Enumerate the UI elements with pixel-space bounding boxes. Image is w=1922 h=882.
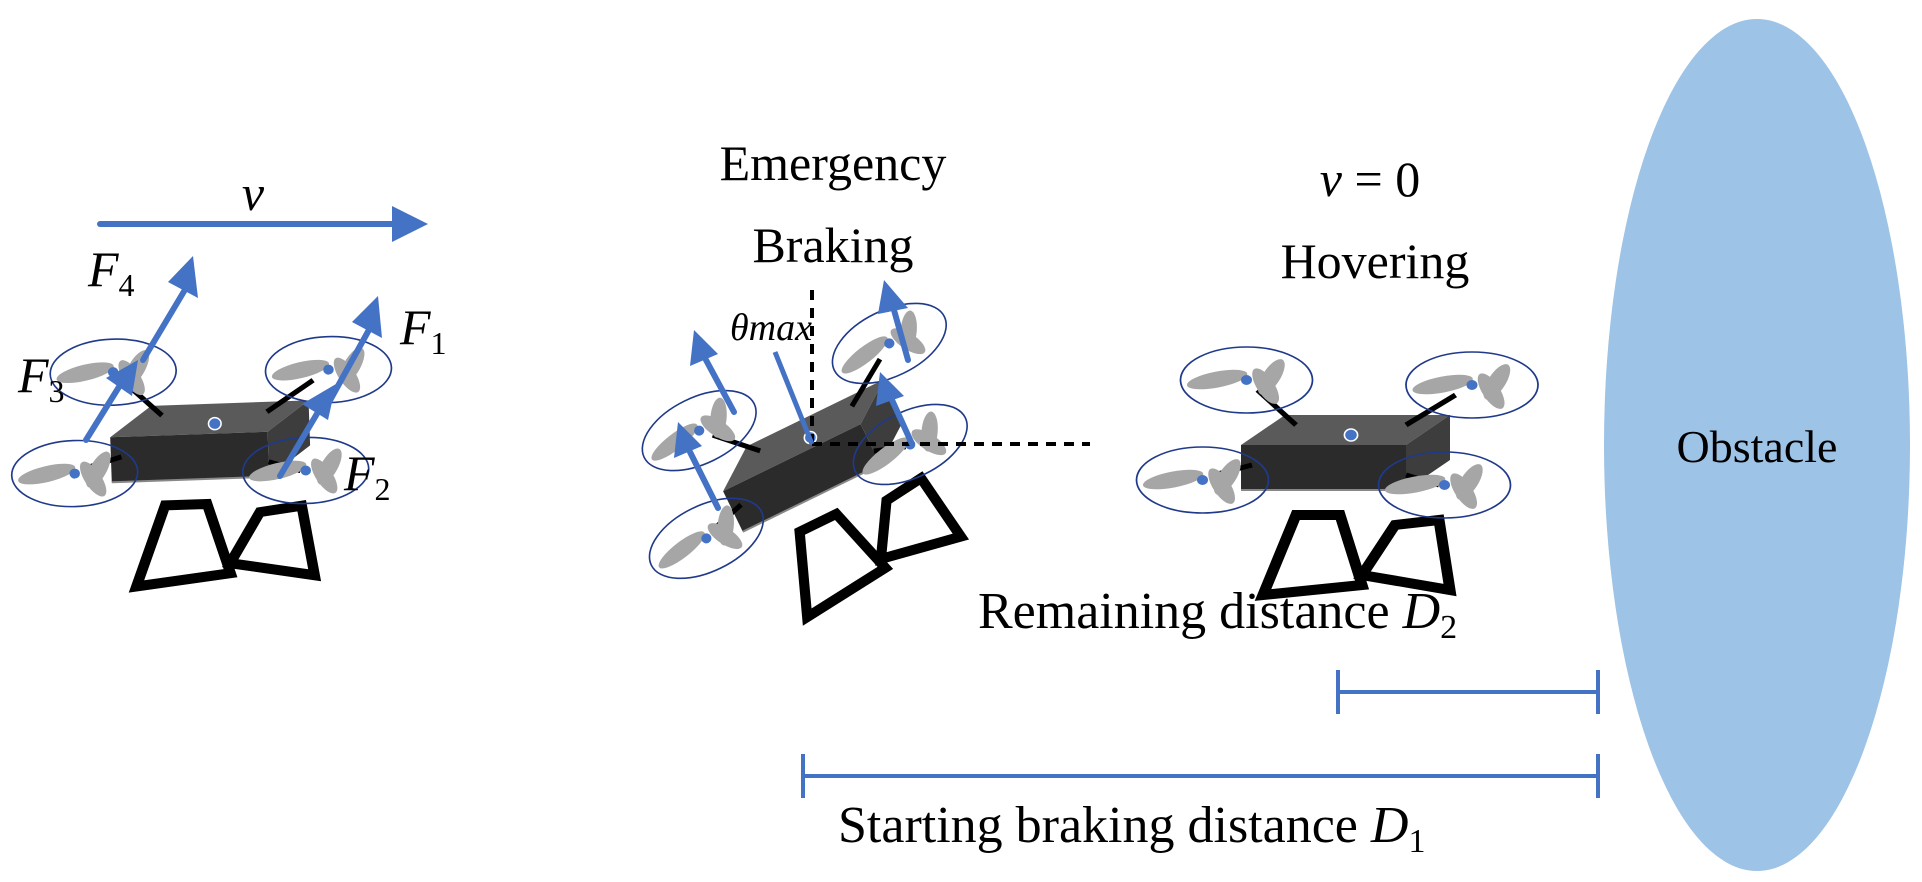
force-label-f2: F2 (343, 445, 391, 507)
braking-thrust-arrow-1 (690, 330, 737, 415)
remaining-distance-bracket (1336, 670, 1600, 714)
velocity-arrow (97, 206, 428, 242)
obstacle-label: Obstacle (1677, 421, 1838, 472)
emergency-braking-title-line2: Braking (752, 217, 913, 273)
drone-hovering-icon (1137, 347, 1539, 595)
starting-braking-distance-bracket (801, 754, 1600, 798)
braking-thrust-arrow-3 (878, 280, 911, 363)
thrust-arrow-f4 (140, 256, 198, 363)
braking-thrust-arrow-2 (674, 422, 721, 511)
thrust-arrow-f2 (277, 384, 336, 479)
remaining-distance-label: Remaining distance D2 (978, 583, 1457, 646)
hovering-label: Hovering (1281, 233, 1470, 289)
braking-thrust-arrow-4 (876, 372, 915, 447)
emergency-braking-title-line1: Emergency (720, 135, 947, 191)
force-label-f1: F1 (399, 299, 447, 361)
thrust-arrow-f3 (83, 360, 138, 443)
velocity-label: v (242, 165, 265, 221)
thrust-arrow-f1 (325, 296, 382, 407)
hover-condition-label: v = 0 (1320, 151, 1420, 207)
starting-braking-distance-label: Starting braking distance D1 (838, 797, 1425, 860)
drone-braking-icon (593, 282, 1036, 668)
theta-max-label: θmax (730, 307, 812, 349)
drone-moving-icon (7, 329, 399, 590)
tilt-axis-line (772, 351, 815, 445)
force-label-f4: F4 (87, 241, 135, 303)
obstacle-shape (1604, 19, 1910, 871)
force-label-f3: F3 (17, 347, 65, 409)
